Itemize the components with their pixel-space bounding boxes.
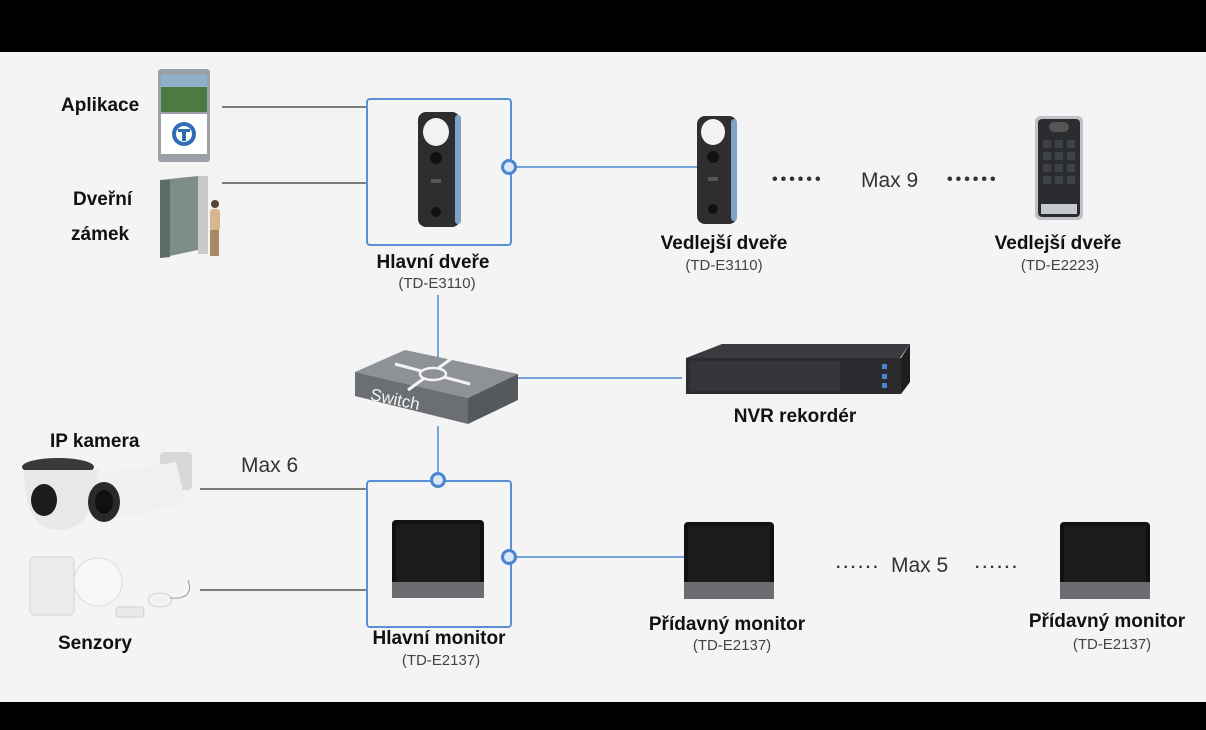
sub-door-1-model: (TD-E3110) [685,257,763,274]
door-lock-image [160,176,220,258]
nvr-label: NVR rekordér [733,406,857,427]
dome-camera-image [22,458,98,530]
extra-monitor-1-device-image [684,522,774,599]
sensors-label: Senzory [58,633,132,654]
sub-door-2-device-image [1035,116,1083,220]
door-lock-label-line2: zámek [71,224,130,245]
bullet-camera-image [88,452,192,522]
main-monitor-side-port [501,549,517,565]
main-door-device-image [418,112,461,227]
main-monitor-frame [366,480,512,628]
door-dots-right: •••••• [947,171,999,188]
extra-monitor-2-device-image [1060,522,1150,599]
nvr-device-image [686,344,910,394]
main-door-frame [366,98,512,246]
max-cameras-label: Max 6 [241,454,299,477]
door-dots-left: •••••• [772,171,824,188]
max-monitors-label: Max 5 [891,554,949,577]
max-doors-label: Max 9 [861,169,919,192]
main-monitor-device-image [392,520,484,598]
main-monitor-model: (TD-E2137) [401,652,481,669]
switch-device-image [355,350,518,424]
sub-door-1-label: Vedlejší dveře [660,233,788,254]
main-monitor-label: Hlavní monitor [372,628,506,649]
main-monitor-top-port [430,472,446,488]
main-door-label: Hlavní dveře [376,252,490,273]
monitor-dots-left: ...... [836,555,881,572]
extra-monitor-2-model: (TD-E2137) [1072,636,1152,653]
main-door-port [501,159,517,175]
door-lock-label-line1: Dveřní [73,189,133,210]
app-phone-image [158,69,210,162]
sensors-image [29,556,190,618]
app-label: Aplikace [61,95,140,116]
ip-camera-label: IP kamera [50,431,140,452]
extra-monitor-1-label: Přídavný monitor [648,614,806,635]
connection-lines [22,69,1150,618]
sub-door-1-device-image [697,116,737,224]
sub-door-2-label: Vedlejší dveře [994,233,1122,254]
extra-monitor-2-label: Přídavný monitor [1028,611,1186,632]
main-door-model: (TD-E3110) [398,275,476,292]
extra-monitor-1-model: (TD-E2137) [692,637,772,654]
monitor-dots-right: ...... [975,555,1020,572]
sub-door-2-model: (TD-E2223) [1020,257,1100,274]
network-diagram: Aplikace Dveřní zámek Hlavní dveře (TD-E… [0,52,1206,702]
